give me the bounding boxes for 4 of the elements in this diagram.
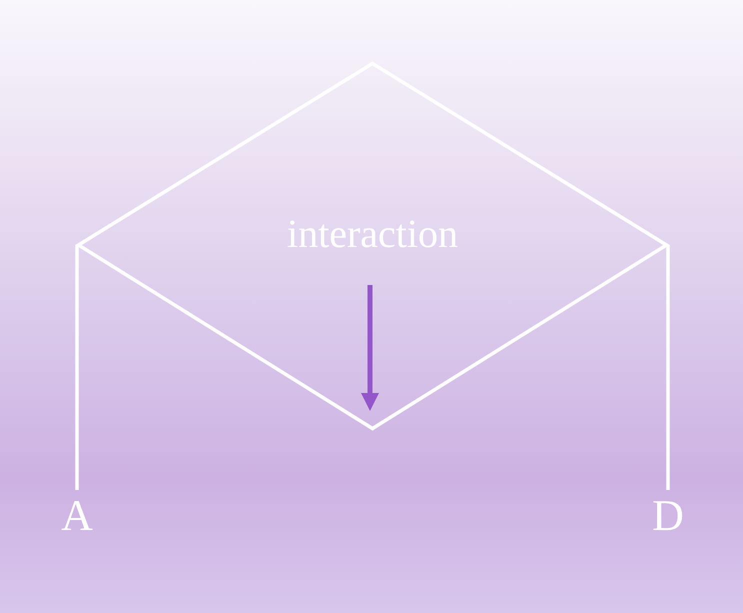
connector-line	[75, 245, 79, 490]
node-label: A	[61, 490, 93, 541]
node-label: D	[652, 490, 684, 541]
connector-line	[666, 245, 670, 490]
